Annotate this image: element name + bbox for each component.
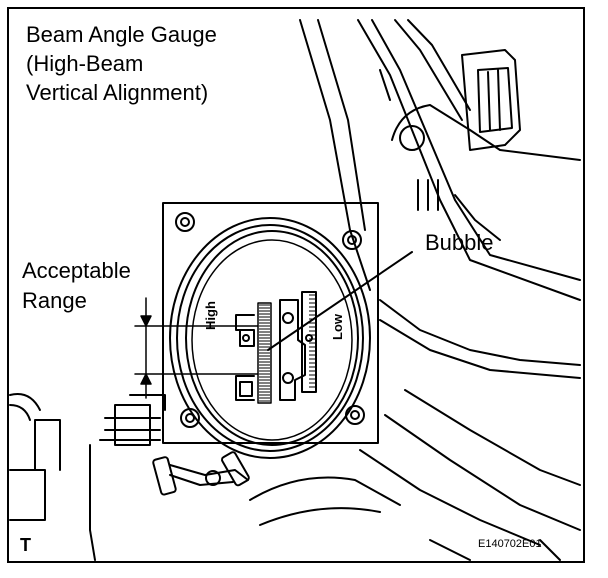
corner-mark: T <box>20 535 31 555</box>
figure-code: E140702E01 <box>478 538 542 550</box>
range-dimension <box>134 297 259 399</box>
low-label: Low <box>330 314 345 340</box>
high-markers <box>235 314 255 401</box>
figure-frame <box>7 7 585 563</box>
title-line: Beam Angle Gauge <box>26 22 217 47</box>
vial-scale <box>257 302 272 404</box>
acceptable-range-line: Range <box>22 288 87 313</box>
gauge-rings <box>169 217 371 459</box>
bubble-label: Bubble <box>425 230 494 255</box>
bubble-leader-line <box>267 251 413 351</box>
title-line: Vertical Alignment) <box>26 80 209 105</box>
bracket-structure <box>9 393 166 561</box>
figure-title: Beam Angle Gauge (High-Beam Vertical Ali… <box>26 20 217 107</box>
title-line: (High-Beam <box>26 51 144 76</box>
vehicle-structure <box>249 19 581 561</box>
high-label: High <box>203 301 218 330</box>
low-vial <box>279 291 317 401</box>
acceptable-range-label: Acceptable Range <box>22 256 131 316</box>
adjuster-knob <box>152 451 250 496</box>
acceptable-range-line: Acceptable <box>22 258 131 283</box>
